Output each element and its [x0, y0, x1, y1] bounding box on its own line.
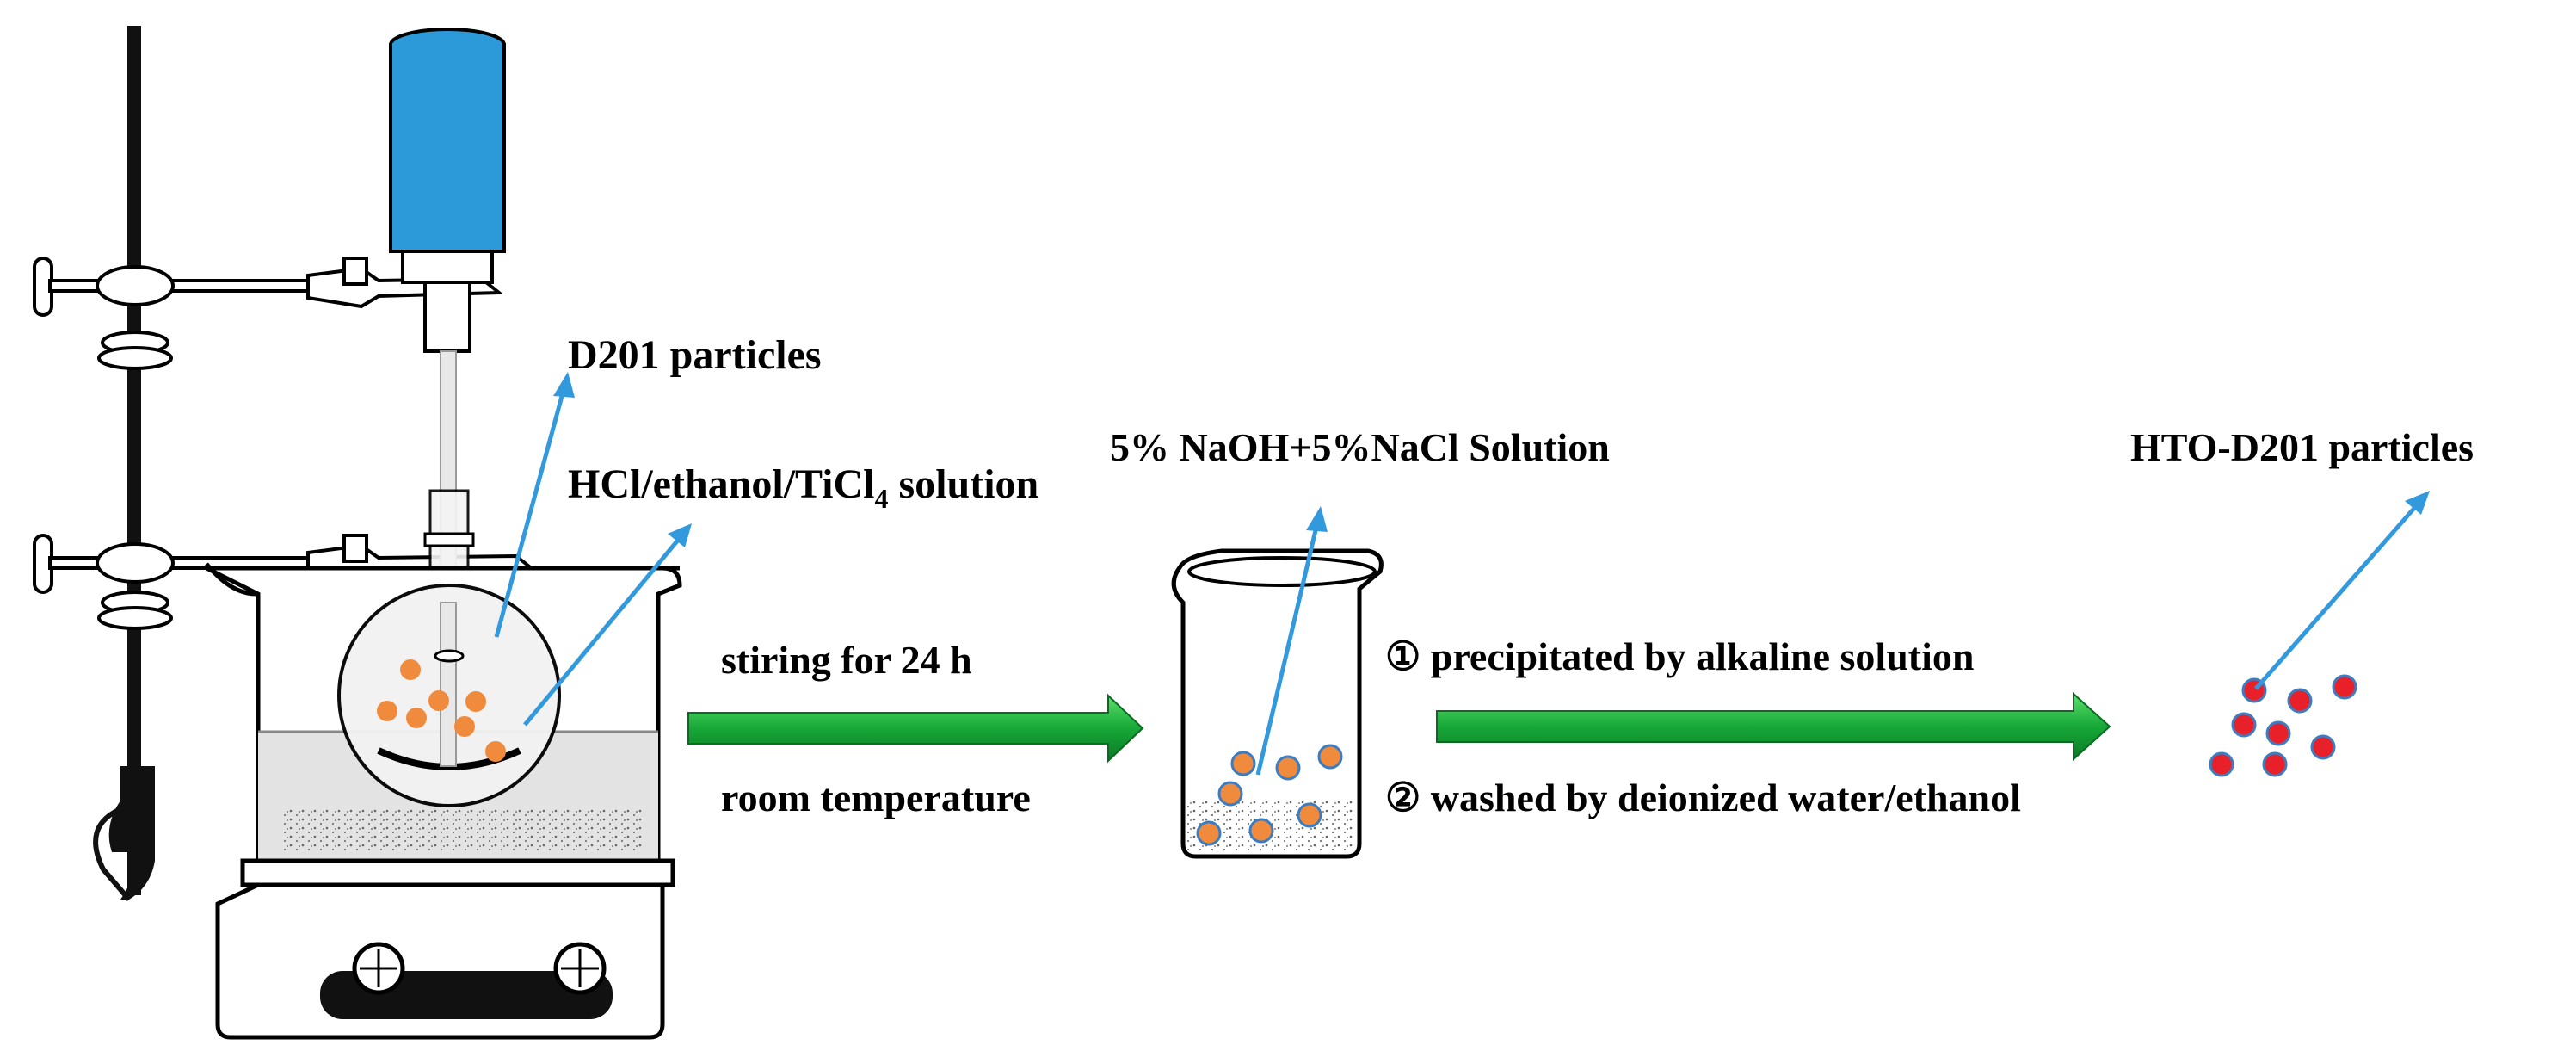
pointer-hto: [2254, 491, 2430, 690]
label-step1: ① precipitated by alkaline solution: [1385, 634, 1974, 678]
green-arrow-2: [1436, 691, 2111, 762]
label-room-temperature: room temperature: [721, 776, 1031, 819]
stirrer-motor: [389, 28, 506, 353]
beaker-icon: [1171, 548, 1384, 859]
stirrer-apparatus: [33, 26, 682, 1040]
hot-plate: [215, 858, 675, 1040]
label-d201: D201 particles: [568, 332, 822, 378]
label-step2: ② washed by deionized water/ethanol: [1385, 776, 2021, 819]
round-bottom-flask: [337, 584, 561, 807]
green-arrow-1: [687, 693, 1144, 764]
pointer-solution: [523, 523, 692, 727]
beaker-particles: [1196, 744, 1343, 846]
flask-particles: [377, 659, 506, 762]
label-solution: HCl/ethanol/TiCl4 solution: [568, 461, 1038, 514]
pointer-d201: [494, 372, 575, 638]
stand-rod: [127, 26, 141, 895]
label-naoh: 5% NaOH+5%NaCl Solution: [1110, 425, 1610, 469]
stand-foot: [108, 766, 155, 900]
label-hto: HTO-D201 particles: [2130, 425, 2474, 469]
upper-clamp: [33, 257, 504, 370]
product-particles: [2209, 674, 2357, 777]
label-stirring: stiring for 24 h: [721, 638, 972, 682]
pointer-naoh: [1255, 506, 1328, 776]
